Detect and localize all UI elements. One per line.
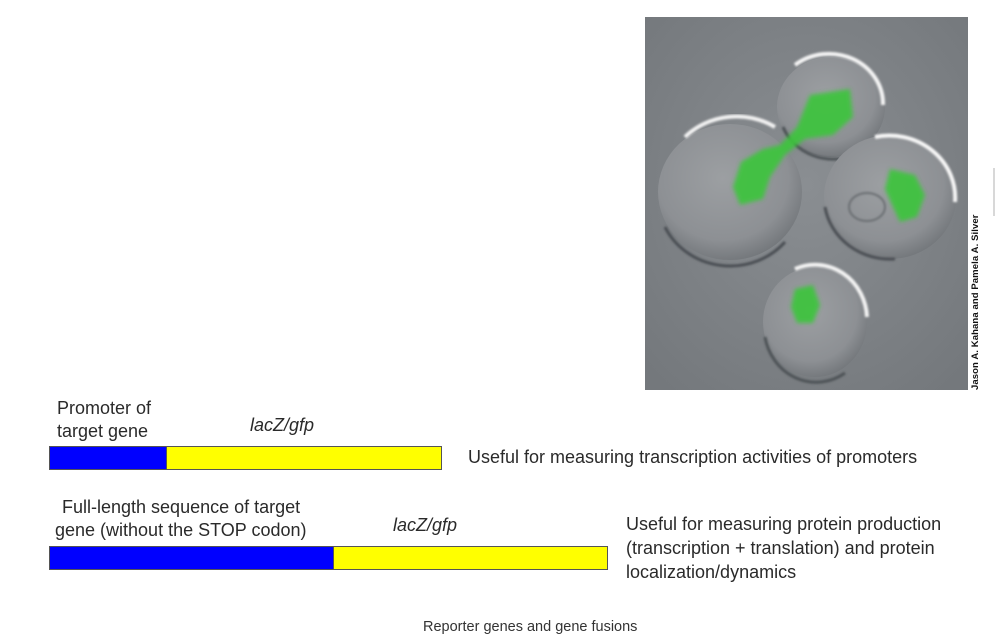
promoter-label-line1: Promoter of [57,398,152,418]
construct-1-description: Useful for measuring transcription activ… [468,447,918,467]
yeast-cell [763,262,869,384]
edge-mark [993,168,995,216]
promoter-label-line2: target gene [57,421,149,441]
gene-segment [49,546,334,570]
reporter-segment-1 [166,446,442,470]
reporter-label-1: lacZ/gfp [250,415,315,435]
construct-2-description-line2: (transcription + translation) and protei… [626,538,935,558]
figure-caption: Reporter genes and gene fusions [423,619,638,635]
gfp-signal [733,89,925,323]
promoter-segment [49,446,167,470]
gfp-micrograph [645,17,968,390]
reporter-label-2: lacZ/gfp [393,515,458,535]
photo-credit: Jason A. Kahana and Pamela A. Silver [970,214,981,390]
gene-label-line1: Full-length sequence of target [62,497,301,517]
gene-label-line2: gene (without the STOP codon) [55,520,307,540]
reporter-segment-2 [333,546,608,570]
construct-2-description-line3: localization/dynamics [626,562,797,582]
construct-2-description-line1: Useful for measuring protein production [626,514,942,534]
